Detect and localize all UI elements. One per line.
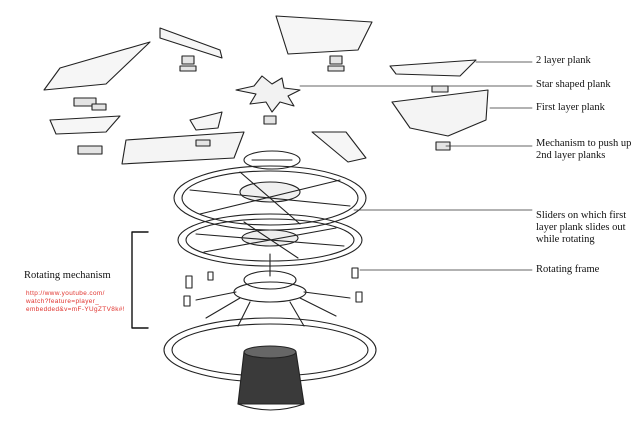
source-url-line-2: watch?feature=player_ <box>26 298 100 305</box>
first-layer-plank-label: First layer plank <box>536 102 605 113</box>
mechanism-label: Mechanism to push up 2nd layer planks <box>536 138 632 161</box>
rotating-mechanism-label: Rotating mechanism <box>24 270 111 281</box>
central-shaft <box>183 253 363 327</box>
base-ring <box>163 317 377 411</box>
slider-disc <box>173 150 367 231</box>
push-up-mechanisms <box>73 55 451 155</box>
source-url: http://www.youtube.com/ watch?feature=pl… <box>26 290 125 314</box>
sliders-label: Sliders on which first layer plank slide… <box>536 210 627 245</box>
rotating-frame-disc <box>177 213 363 267</box>
rotating-mechanism-bracket <box>131 231 149 329</box>
second-layer-planks <box>43 15 489 165</box>
star-shaped-plank <box>235 75 301 113</box>
source-url-line-3: embedded&v=mF-YUgZTV8k#! <box>26 306 125 313</box>
star-shaped-plank-label: Star shaped plank <box>536 79 611 90</box>
two-layer-plank-label: 2 layer plank <box>536 55 591 66</box>
rotating-frame-label: Rotating frame <box>536 264 600 275</box>
source-url-line-1: http://www.youtube.com/ <box>26 290 105 297</box>
leader-lines <box>299 61 533 271</box>
